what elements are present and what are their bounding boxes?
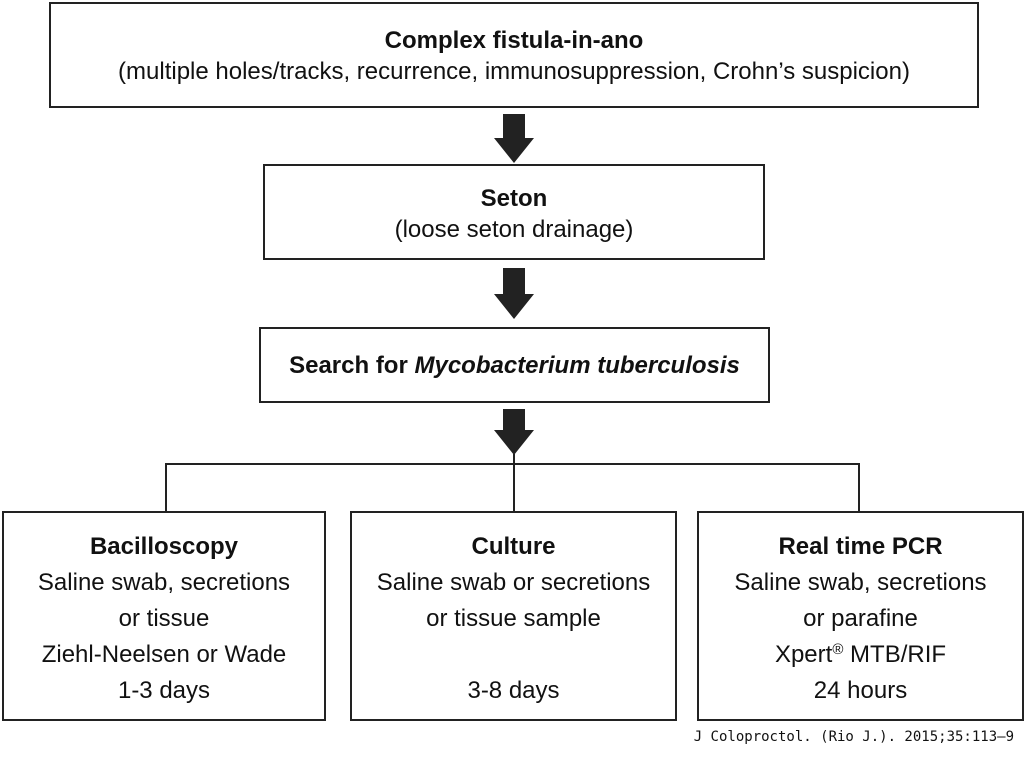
pcr-time: 24 hours [813,677,908,704]
bacilloscopy-time: 1-3 days [117,677,211,704]
bacilloscopy-box: Bacilloscopy Saline swab, secretions or … [2,511,326,721]
culture-time: 3-8 days [467,677,560,704]
culture-title: Culture [471,533,556,560]
pcr-line-1: Saline swab, secretions [734,569,987,596]
arrow-search-to-methods [494,409,534,455]
search-mycobacterium-box: Search for Mycobacterium tuberculosis [259,327,770,403]
search-organism: Mycobacterium tuberculosis [414,352,740,379]
bacilloscopy-line-3: Ziehl-Neelsen or Wade [41,641,287,668]
complex-fistula-subtitle: (multiple holes/tracks, recurrence, immu… [118,58,910,85]
seton-box: Seton (loose seton drainage) [263,164,765,260]
culture-spacer [352,637,675,673]
journal-citation: J Coloproctol. (Rio J.). 2015;35:113–9 [693,729,1014,745]
complex-fistula-box: Complex fistula-in-ano (multiple holes/t… [49,2,979,108]
bacilloscopy-line-1: Saline swab, secretions [37,569,291,596]
bacilloscopy-title: Bacilloscopy [89,533,239,560]
bacilloscopy-line-2: or tissue [118,605,210,632]
seton-title: Seton [480,185,548,212]
pcr-test-suffix: MTB/RIF [843,641,947,668]
culture-line-2: or tissue sample [426,605,601,632]
pcr-box: Real time PCR Saline swab, secretions or… [697,511,1024,721]
culture-box: Culture Saline swab or secretions or tis… [350,511,677,721]
complex-fistula-title: Complex fistula-in-ano [384,27,644,54]
pcr-test-name: Xpert [774,641,833,668]
search-title: Search for Mycobacterium tuberculosis [261,351,768,381]
culture-line-1: Saline swab or secretions [376,569,651,596]
arrow-top-to-seton [494,114,534,163]
pcr-test-line: Xpert® MTB/RIF [699,637,1022,673]
search-prefix: Search for [289,352,415,379]
pcr-registered-mark: ® [832,641,844,658]
flow-connectors [165,114,860,512]
pcr-line-2: or parafine [803,605,918,632]
arrow-seton-to-search [494,268,534,319]
seton-subtitle: (loose seton drainage) [394,216,634,243]
pcr-title: Real time PCR [778,533,943,560]
